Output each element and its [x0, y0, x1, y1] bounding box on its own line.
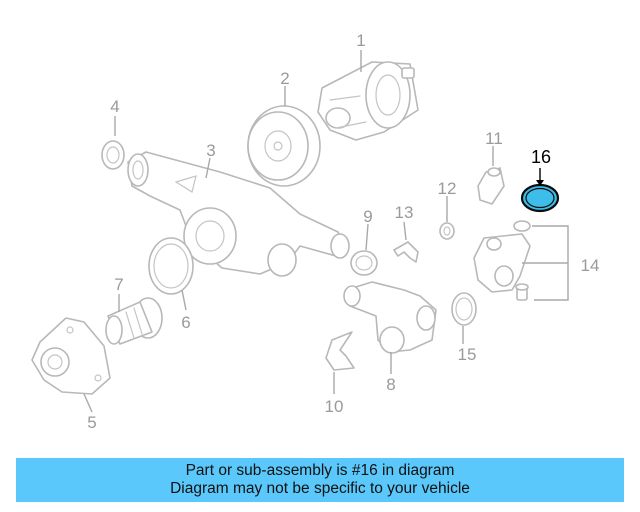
part-16-seal-highlighted[interactable]	[520, 183, 560, 213]
part-3-housing[interactable]	[127, 151, 350, 277]
part-12-washer[interactable]	[439, 222, 455, 240]
callout-2: 2	[280, 69, 289, 88]
callout-4: 4	[110, 97, 119, 116]
callout-10: 10	[325, 397, 344, 416]
callout-1: 1	[356, 31, 365, 50]
callout-6: 6	[181, 313, 190, 332]
callout-5: 5	[87, 413, 96, 432]
part-7-thermostat[interactable]	[105, 297, 163, 345]
callout-14: 14	[581, 256, 600, 275]
caption-line-1: Part or sub-assembly is #16 in diagram	[185, 462, 455, 479]
part-14-flange[interactable]	[473, 220, 531, 301]
callout-16: 16	[531, 147, 551, 167]
callout-3: 3	[206, 141, 215, 160]
part-11-sensor[interactable]	[477, 167, 505, 205]
part-1-water-pump[interactable]	[317, 61, 419, 141]
part-10-clip[interactable]	[325, 331, 355, 371]
callout-12: 12	[438, 179, 457, 198]
caption-line-2: Diagram may not be specific to your vehi…	[170, 480, 470, 497]
part-2-pulley[interactable]	[247, 105, 321, 187]
callout-11: 11	[485, 129, 503, 148]
part-8-fitting[interactable]	[343, 281, 437, 354]
part-9-seal[interactable]	[350, 250, 378, 276]
part-5-cover[interactable]	[31, 317, 111, 395]
caption-bar: Part or sub-assembly is #16 in diagram D…	[16, 458, 624, 502]
part-15-gasket[interactable]	[451, 292, 477, 326]
leader-lines	[83, 50, 569, 413]
parts-diagram: 1 2 3 4 5 6 7 8 9 10 11 12 13 14 15 16	[31, 31, 599, 432]
part-6-gasket[interactable]	[148, 237, 194, 295]
callout-numbers: 1 2 3 4 5 6 7 8 9 10 11 12 13 14 15 16	[87, 31, 599, 432]
callout-7: 7	[114, 275, 123, 294]
callout-9: 9	[363, 207, 372, 226]
callout-13: 13	[395, 203, 414, 222]
part-4-o-ring[interactable]	[101, 140, 125, 170]
callout-8: 8	[386, 375, 395, 394]
leader-16-arrowhead	[536, 180, 544, 186]
callout-15: 15	[458, 345, 477, 364]
part-13-clip[interactable]	[393, 241, 419, 263]
